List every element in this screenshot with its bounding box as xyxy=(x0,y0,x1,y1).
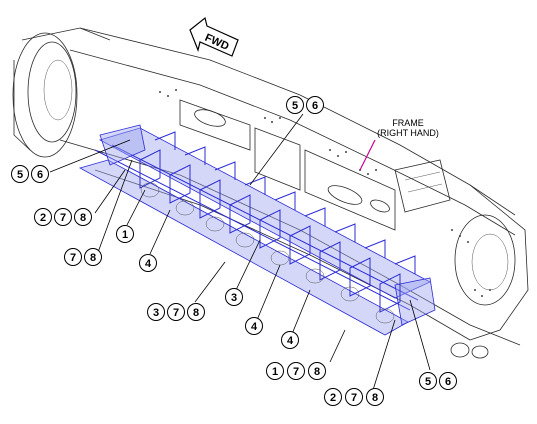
svg-text:7: 7 xyxy=(351,392,357,404)
callout-5-6-top: 5 6 xyxy=(286,96,324,114)
callout-5-6-left: 5 6 xyxy=(11,165,49,183)
callout-1-left: 1 xyxy=(116,225,134,243)
frame-label-line1: FRAME xyxy=(392,118,424,128)
callout-2-7-8-left: 2 7 8 xyxy=(34,208,92,226)
callout-2-7-8-bottom: 2 7 8 xyxy=(324,388,384,406)
callout-4-left: 4 xyxy=(139,254,157,272)
callout-1-7-8: 1 7 8 xyxy=(266,362,326,380)
callout-7-8-left: 7 8 xyxy=(64,248,102,266)
svg-text:1: 1 xyxy=(272,366,278,378)
svg-text:8: 8 xyxy=(372,392,378,404)
svg-text:7: 7 xyxy=(293,366,299,378)
svg-text:5: 5 xyxy=(425,376,431,388)
forward-arrow-icon xyxy=(189,16,239,57)
frame-callout: FRAME (RIGHT HAND) xyxy=(359,118,439,171)
svg-text:5: 5 xyxy=(17,169,23,181)
svg-text:4: 4 xyxy=(145,258,152,270)
svg-text:5: 5 xyxy=(292,100,298,112)
svg-text:3: 3 xyxy=(231,292,237,304)
callout-3-mid: 3 xyxy=(225,288,243,306)
svg-text:8: 8 xyxy=(80,212,86,224)
callout-3-7-8: 3 7 8 xyxy=(147,303,205,321)
frame-pointer xyxy=(359,139,376,171)
svg-text:2: 2 xyxy=(330,392,336,404)
svg-text:4: 4 xyxy=(251,321,258,333)
svg-text:8: 8 xyxy=(90,252,96,264)
svg-text:6: 6 xyxy=(445,376,451,388)
callout-4-mid: 4 xyxy=(245,317,263,335)
svg-text:8: 8 xyxy=(193,307,199,319)
leader-lines xyxy=(49,113,431,391)
frame-label-line2: (RIGHT HAND) xyxy=(377,128,439,138)
track-guard-assembly xyxy=(78,124,436,336)
right-hand-frame xyxy=(12,27,529,359)
svg-text:7: 7 xyxy=(60,212,66,224)
callout-4-right: 4 xyxy=(281,331,299,349)
svg-text:2: 2 xyxy=(40,212,46,224)
svg-text:4: 4 xyxy=(287,335,294,347)
svg-text:7: 7 xyxy=(173,307,179,319)
svg-text:7: 7 xyxy=(70,252,76,264)
callout-5-6-right: 5 6 xyxy=(419,372,457,390)
svg-text:1: 1 xyxy=(122,229,128,241)
fwd-direction-arrow: FWD xyxy=(189,16,239,57)
svg-text:6: 6 xyxy=(37,169,43,181)
svg-text:6: 6 xyxy=(312,100,318,112)
svg-text:3: 3 xyxy=(153,307,159,319)
svg-text:8: 8 xyxy=(314,366,320,378)
